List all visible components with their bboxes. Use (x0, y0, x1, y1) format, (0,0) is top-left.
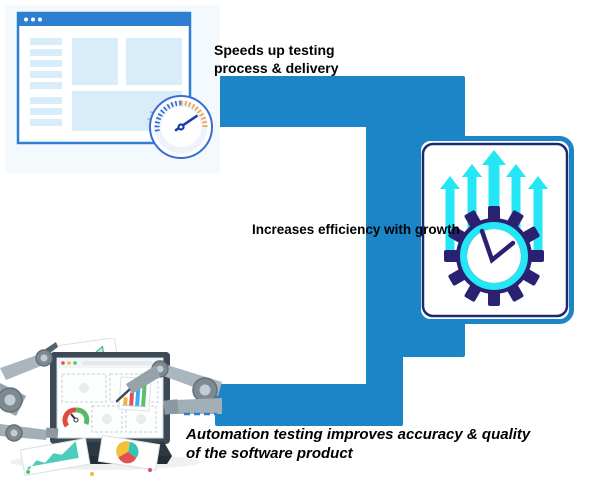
sidebar-bars (30, 38, 62, 126)
browser-window-icon (16, 11, 192, 145)
bottom-caption: Automation testing improves accuracy & q… (186, 425, 530, 463)
robot-arm-left (0, 342, 59, 442)
report-paper-left (19, 437, 91, 477)
screen-gauge-chart (62, 407, 90, 428)
efficiency-card (416, 136, 574, 324)
middle-caption: Increases efficiency with growth (252, 222, 460, 237)
gear-clock-icon (444, 206, 544, 306)
laptop-screen (50, 352, 170, 444)
content-panel (72, 38, 118, 85)
clock-hands (479, 228, 516, 264)
growth-up-arrows-icon (440, 150, 548, 255)
robot-automation-icon (0, 338, 222, 477)
report-paper-right (97, 434, 161, 471)
browser-speed-illustration (5, 5, 220, 173)
top-caption-line2: process & delivery (214, 60, 339, 76)
content-panel (126, 38, 182, 85)
top-caption: Speeds up testing process & delivery (214, 41, 339, 77)
speedometer-gauge-icon (147, 95, 213, 159)
top-caption-line1: Speeds up testing (214, 42, 335, 58)
bottom-caption-line2: of the software product (186, 445, 353, 462)
bottom-caption-line1: Automation testing improves accuracy & q… (186, 426, 531, 443)
robot-arm-right (115, 360, 222, 416)
